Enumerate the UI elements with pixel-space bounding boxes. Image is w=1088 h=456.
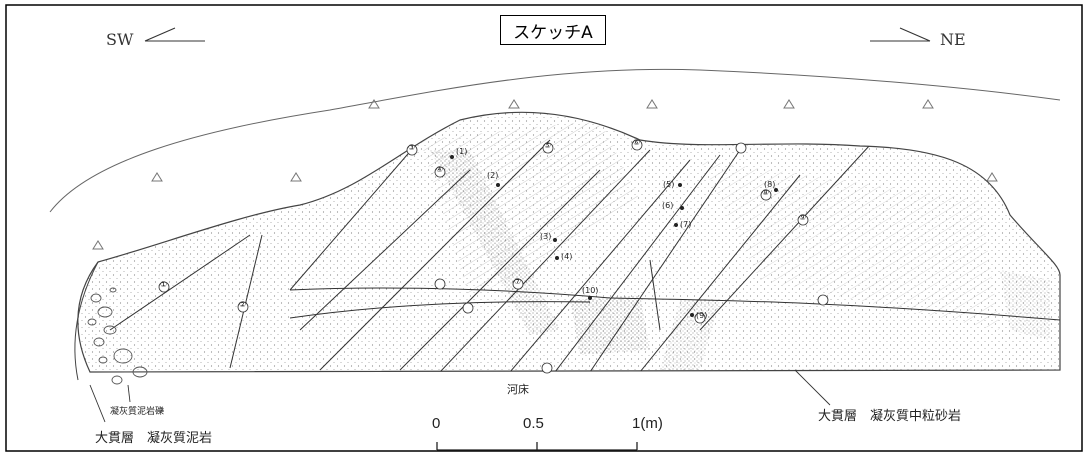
scale-bar (436, 442, 638, 451)
sample-point-label: (9) (696, 311, 708, 320)
fault-marker-label: ⑥ (633, 138, 641, 147)
sample-point-label: (1) (456, 147, 468, 156)
sample-point-label: (4) (561, 252, 573, 261)
sample-point-label: (7) (680, 220, 692, 229)
sample-point-label: (2) (487, 171, 499, 180)
dense-sand-band (570, 295, 650, 355)
outer-frame-border (5, 4, 1083, 452)
dense-sand-band (430, 150, 560, 335)
scale-tick-label-1m: 1(m) (632, 415, 663, 432)
fault-marker-label: ⑦ (514, 277, 522, 286)
fault-marker-label: ③ (408, 143, 416, 152)
direction-arrows (144, 27, 931, 42)
fault-marker-label: ① (160, 280, 168, 289)
upper-terrain-line (49, 68, 1061, 213)
mudstone-clast-zone (87, 287, 148, 385)
sketch-title: スケッチA (500, 15, 606, 45)
sample-point-label: (6) (662, 201, 674, 210)
scale-tick-label-05: 0.5 (523, 415, 544, 432)
riverbed-label: 河床 (507, 383, 529, 396)
horizontal-fault-lines (289, 287, 1061, 321)
fault-marker-label: ⑤ (544, 141, 552, 150)
dense-sand-band (1000, 270, 1050, 340)
fault-marker-circles (158, 139, 829, 374)
leader-lines (89, 369, 831, 423)
fault-marker-label: ② (239, 300, 247, 309)
fault-marker-label: ⑧ (762, 188, 770, 197)
sample-point-dots (450, 155, 778, 317)
direction-label-ne: NE (940, 30, 966, 49)
sample-point-label: (10) (582, 286, 599, 295)
sample-point-label: (8) (764, 180, 776, 189)
left-formation-label: 大貫層 凝灰質泥岩 (95, 431, 213, 446)
fault-marker-label: ④ (436, 165, 444, 174)
fault-lines (109, 139, 871, 372)
sample-point-label: (3) (540, 232, 552, 241)
fault-marker-label: ⑨ (799, 213, 807, 222)
direction-label-sw: SW (106, 30, 134, 49)
scale-tick-label-0: 0 (432, 415, 441, 432)
sample-point-label: (5) (663, 180, 675, 189)
cross-bedding-zone (700, 160, 1000, 330)
right-formation-label: 大貫層 凝灰質中粒砂岩 (818, 409, 962, 424)
mudstone-boundary (74, 261, 99, 381)
cover-triangle-symbols (92, 99, 998, 250)
mudstone-clast-label: 凝灰質泥岩礫 (110, 407, 165, 417)
